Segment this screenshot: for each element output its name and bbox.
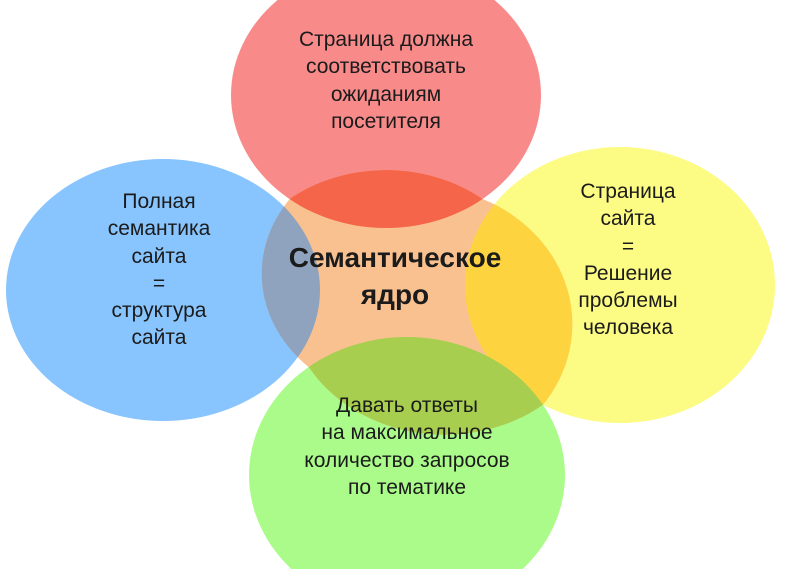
circle-left bbox=[6, 159, 320, 421]
circle-top bbox=[231, 0, 541, 228]
